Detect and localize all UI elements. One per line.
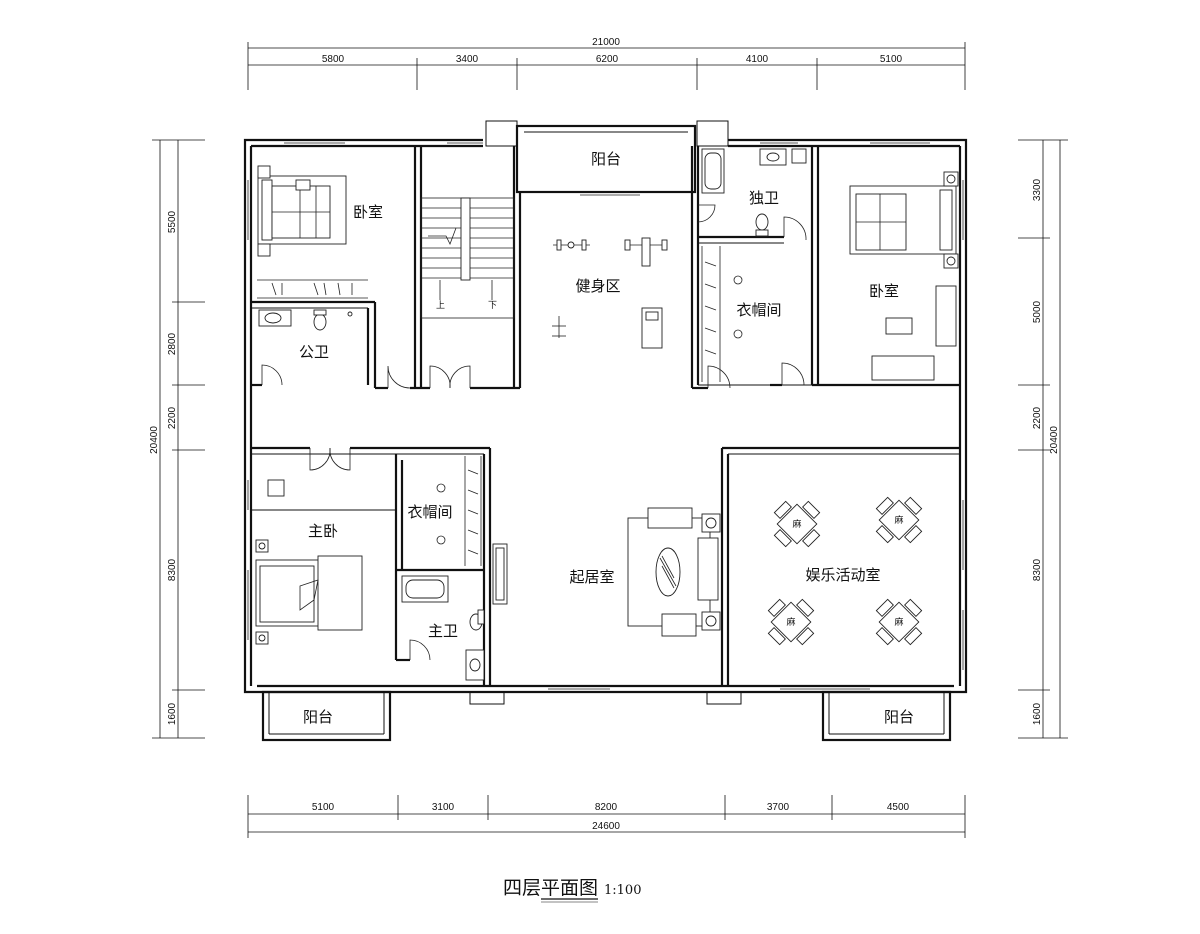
mahjong-glyph-1: 麻 xyxy=(792,518,801,530)
drawing-title: 四层平面图 1:100 xyxy=(503,877,641,903)
bottom-dim-1: 5100 xyxy=(312,802,335,813)
bottom-dim-3: 8200 xyxy=(595,802,618,813)
top-dim-4: 4100 xyxy=(746,54,769,65)
top-dim-3: 6200 xyxy=(596,54,619,65)
staircase: 上 下 xyxy=(420,197,515,319)
living-room-furniture xyxy=(492,507,721,637)
interior-walls xyxy=(251,146,960,686)
label-master-bath: 主卫 xyxy=(428,622,458,640)
public-bath-fixtures xyxy=(258,309,353,331)
stair-down-label: 下 xyxy=(488,301,497,311)
left-dim-1: 5500 xyxy=(167,210,178,233)
mahjong-glyph-4: 麻 xyxy=(894,616,903,628)
right-dim-3: 2200 xyxy=(1032,406,1043,429)
right-dim-4: 8300 xyxy=(1032,558,1043,581)
mahjong-table-1: 麻 xyxy=(773,500,821,548)
label-closet-sw: 衣帽间 xyxy=(407,503,452,521)
top-dim-5: 5100 xyxy=(880,54,903,65)
mahjong-table-3: 麻 xyxy=(767,598,815,646)
left-dim-3: 2200 xyxy=(167,406,178,429)
label-living-room: 起居室 xyxy=(569,568,614,586)
master-bath-fixtures xyxy=(401,575,485,681)
bottom-dim-4: 3700 xyxy=(767,802,790,813)
label-balcony-top: 阳台 xyxy=(591,150,621,168)
label-closet-ne: 衣帽间 xyxy=(736,301,781,319)
bottom-balconies xyxy=(261,690,952,742)
room-labels: 阳台 卧室 公卫 健身区 独卫 衣帽间 卧室 主卧 衣帽间 主卫 起居室 娱乐活… xyxy=(299,150,914,726)
right-dimensions: 3300 5000 2200 8300 1600 20400 xyxy=(1018,139,1068,739)
nw-bedroom-furniture xyxy=(257,165,368,299)
label-entertainment-room: 娱乐活动室 xyxy=(805,566,880,584)
master-bedroom-furniture xyxy=(255,479,363,645)
ne-bedroom-furniture xyxy=(849,171,959,381)
left-dim-2: 2800 xyxy=(167,332,178,355)
mahjong-table-4: 麻 xyxy=(875,598,923,646)
bottom-dimensions: 5100 3100 8200 3700 4500 24600 xyxy=(247,795,966,838)
mahjong-glyph-3: 麻 xyxy=(786,616,795,628)
label-public-bath: 公卫 xyxy=(299,343,329,361)
left-dimensions: 20400 5500 2800 2200 8300 1600 xyxy=(149,139,205,739)
mahjong-glyph-2: 麻 xyxy=(894,514,903,526)
label-balcony-sw: 阳台 xyxy=(303,708,333,726)
top-dim-1: 5800 xyxy=(322,54,345,65)
plan-scale: 1:100 xyxy=(604,883,641,898)
sw-closet-fixtures xyxy=(436,456,482,566)
gym-equipment xyxy=(552,237,668,349)
right-dim-5: 1600 xyxy=(1032,702,1043,725)
right-dim-2: 5000 xyxy=(1032,300,1043,323)
label-master-bedroom: 主卧 xyxy=(308,522,338,540)
left-dim-5: 1600 xyxy=(167,702,178,725)
stair-up-label: 上 xyxy=(436,300,445,311)
label-gym: 健身区 xyxy=(575,277,620,295)
label-bedroom-ne: 卧室 xyxy=(869,282,899,300)
right-total-dim: 20400 xyxy=(1049,426,1060,454)
bottom-dim-2: 3100 xyxy=(432,802,455,813)
top-dimensions: 21000 5800 3400 6200 4100 5100 xyxy=(247,37,966,90)
left-dim-4: 8300 xyxy=(167,558,178,581)
label-bedroom-nw: 卧室 xyxy=(353,203,383,221)
left-total-dim: 20400 xyxy=(149,426,160,454)
label-private-bath: 独卫 xyxy=(749,189,779,207)
bottom-dim-5: 4500 xyxy=(887,802,910,813)
doors xyxy=(261,204,807,661)
plan-title: 四层平面图 xyxy=(503,877,598,899)
bottom-total-dim: 24600 xyxy=(592,821,620,832)
private-bath-fixtures xyxy=(701,148,807,237)
right-dim-1: 3300 xyxy=(1032,178,1043,201)
label-balcony-se: 阳台 xyxy=(884,708,914,726)
top-dim-2: 3400 xyxy=(456,54,479,65)
ne-closet-fixtures xyxy=(701,246,743,382)
top-total-dim: 21000 xyxy=(592,37,620,48)
mahjong-table-2: 麻 xyxy=(875,496,923,544)
